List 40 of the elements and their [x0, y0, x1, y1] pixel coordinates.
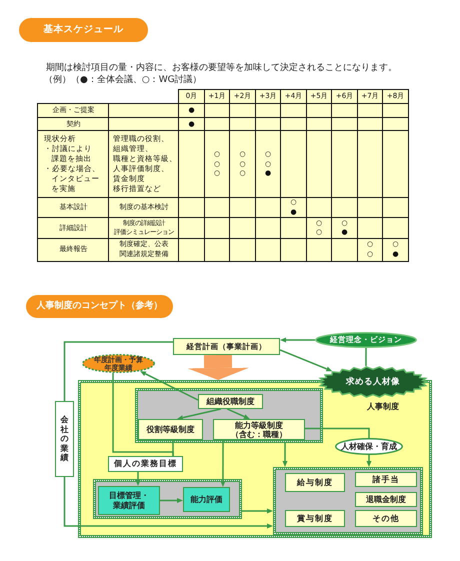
block-arrow — [187, 354, 250, 380]
process-box: その他 — [355, 510, 417, 527]
panel-title: 人事制度 — [367, 402, 399, 412]
process-box: 会社の業績 — [55, 401, 74, 477]
oval-node: 人材確保・育成 — [335, 438, 403, 455]
arrow — [220, 440, 226, 487]
process-box: 組織役職制度 — [198, 394, 263, 409]
arrow — [280, 338, 315, 343]
arrow — [177, 408, 221, 420]
process-box: 目標管理・業績評価 — [98, 486, 160, 515]
connector-line — [64, 341, 173, 401]
process-box: 能力等級制度（含む：職種） — [213, 419, 305, 440]
arrow — [64, 477, 273, 529]
connector-line — [365, 348, 367, 366]
arrow — [282, 443, 288, 467]
process-box: 給与制度 — [285, 473, 345, 492]
note-text: 期間は検討項目の量・内容に、お客様の要望等を加味して決定されることになります。 — [46, 62, 397, 74]
process-box: 諸手当 — [355, 472, 417, 487]
connector-line — [172, 440, 174, 456]
connector-line — [112, 372, 174, 456]
arrow — [366, 455, 372, 467]
process-box: 退職金制度 — [355, 492, 417, 507]
group-panel — [273, 467, 423, 535]
arrow — [140, 371, 198, 401]
arrow — [280, 349, 332, 372]
group-panel — [93, 479, 242, 519]
process-box: 個人の業務目標 — [108, 456, 183, 472]
arrow — [226, 408, 250, 419]
process-box: 賞与制度 — [285, 510, 345, 527]
note-text: （例）（●：全体会議、○：WG討議） — [44, 74, 202, 86]
arrow — [242, 508, 273, 514]
process-box: 役割等級制度 — [138, 419, 203, 440]
connector-line — [305, 428, 370, 438]
arrow — [160, 498, 183, 503]
group-panel — [135, 388, 323, 443]
starburst-node: 求める人材像 — [318, 366, 428, 398]
section-heading: 人事制度のコンセプト（参考） — [26, 295, 173, 318]
process-box: 能力評価 — [183, 487, 230, 512]
section-heading: 基本スケジュール — [19, 18, 148, 42]
arrow — [136, 472, 140, 486]
